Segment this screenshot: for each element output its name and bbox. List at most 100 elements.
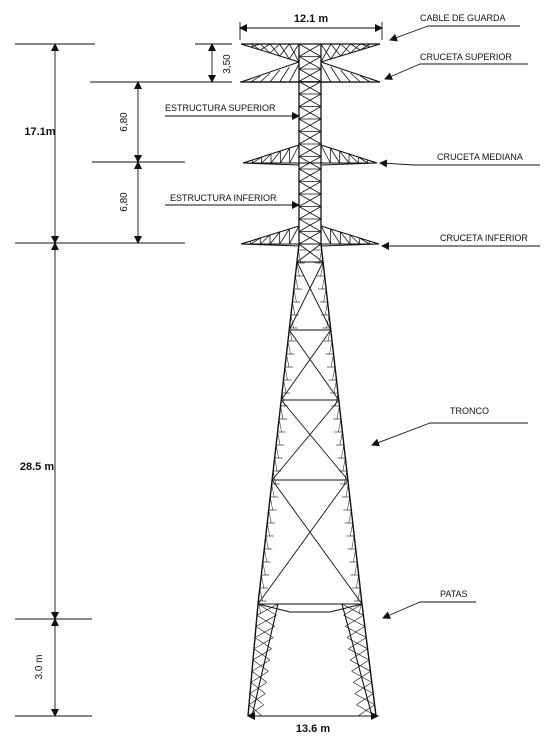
lattice-member: [346, 637, 368, 650]
lattice-member: [261, 574, 265, 589]
lattice-member: [340, 43, 351, 54]
lattice-member: [296, 243, 322, 263]
lattice-member: [318, 249, 322, 264]
lattice-member: [320, 225, 332, 245]
lattice-member: [275, 444, 279, 459]
lattice-member: [350, 72, 361, 83]
lattice-member: [295, 275, 299, 290]
lattice-member: [298, 249, 302, 264]
label-estructura-inferior: ESTRUCTURA INFERIOR: [170, 193, 277, 203]
lattice-member: [271, 483, 275, 498]
lattice-member: [341, 603, 364, 616]
lattice-member: [320, 43, 332, 63]
lattice-member: [298, 181, 322, 195]
lattice-member: [250, 75, 261, 83]
lattice-member: [324, 301, 328, 316]
lattice-member: [274, 457, 278, 472]
lattice-member: [298, 81, 322, 95]
lattice-member: [340, 69, 351, 83]
lattice-member: [256, 603, 279, 616]
lattice-member: [284, 366, 288, 381]
lattice-member: [250, 670, 269, 683]
lattice-member: [288, 43, 300, 60]
lattice-member: [357, 587, 361, 602]
lattice-member: [348, 153, 359, 164]
lattice-member: [298, 143, 322, 157]
upper-structure-gap-label: 6,80: [119, 112, 130, 132]
lattice-member: [269, 43, 280, 54]
lattice-member: [351, 535, 355, 550]
lattice-member: [359, 237, 370, 245]
lattice-member: [281, 392, 285, 407]
label-cable-guarda: CABLE DE GUARDA: [420, 13, 506, 23]
lattice-member: [353, 682, 374, 694]
lattice-member: [296, 262, 300, 277]
lattice-member: [358, 600, 362, 615]
lattice-member: [288, 43, 300, 63]
lattice-member: [280, 405, 284, 420]
lattice-member: [320, 63, 332, 83]
lattice-member: [330, 43, 341, 57]
lattice-member: [330, 43, 342, 60]
lattice-member: [252, 156, 262, 164]
lattice-member: [298, 43, 322, 57]
lattice-member: [251, 659, 271, 672]
lattice-member: [287, 340, 291, 355]
lattice-member: [251, 603, 279, 717]
lattice-member: [355, 574, 359, 589]
lattice-member: [341, 603, 373, 717]
lattice-member: [260, 234, 271, 245]
lattice-member: [254, 626, 275, 638]
lattice-member: [340, 231, 351, 245]
lattice-member: [272, 470, 276, 485]
lattice-member: [271, 399, 340, 481]
lattice-member: [280, 399, 349, 481]
lattice-member: [352, 548, 356, 563]
lattice-member: [367, 159, 378, 164]
lattice-member: [261, 153, 272, 164]
lattice-member: [255, 614, 277, 627]
lattice-member: [257, 479, 349, 605]
top-crossarm-gap-label: 3,50: [222, 54, 233, 74]
top-width-label: 12.1 m: [294, 13, 328, 25]
lattice-member: [240, 61, 300, 83]
lattice-member: [298, 168, 322, 182]
label-tronco: TRONCO: [450, 406, 489, 416]
lattice-member: [333, 379, 337, 394]
lattice-member: [350, 43, 361, 54]
lattice-member: [298, 68, 322, 82]
lattice-member: [298, 243, 324, 263]
lattice-member: [260, 43, 271, 51]
lattice-member: [340, 43, 351, 57]
lattice-member: [247, 704, 264, 717]
lattice-member: [298, 93, 322, 107]
lattice-member: [298, 106, 322, 120]
lattice-member: [248, 693, 266, 706]
lattice-member: [296, 261, 332, 331]
lattice-member: [339, 150, 350, 164]
label-estructura-superior: ESTRUCTURA SUPERIOR: [165, 103, 276, 113]
lattice-member: [298, 231, 322, 245]
lattice-member: [269, 69, 280, 83]
lattice-member: [278, 418, 282, 433]
lattice-member: [360, 75, 371, 83]
lattice-member: [289, 144, 300, 164]
lattice-member: [343, 614, 365, 627]
lattice-member: [327, 327, 331, 342]
lattice-member: [250, 43, 261, 48]
lattice-member: [260, 43, 271, 54]
lattice-member: [290, 314, 294, 329]
lattice-member: [252, 648, 272, 661]
label-cruceta-superior: CRUCETA SUPERIOR: [420, 52, 512, 62]
tower-structure: [239, 43, 381, 717]
lattice-member: [259, 587, 263, 602]
lattice-member: [335, 392, 339, 407]
lattice-member: [320, 144, 331, 164]
label-cruceta-mediana: CRUCETA MEDIANA: [437, 152, 523, 162]
lattice-member: [350, 43, 361, 51]
lattice-member: [339, 431, 343, 446]
lattice-member: [349, 659, 371, 672]
lattice-member: [260, 72, 271, 83]
lattice-member: [320, 61, 381, 83]
